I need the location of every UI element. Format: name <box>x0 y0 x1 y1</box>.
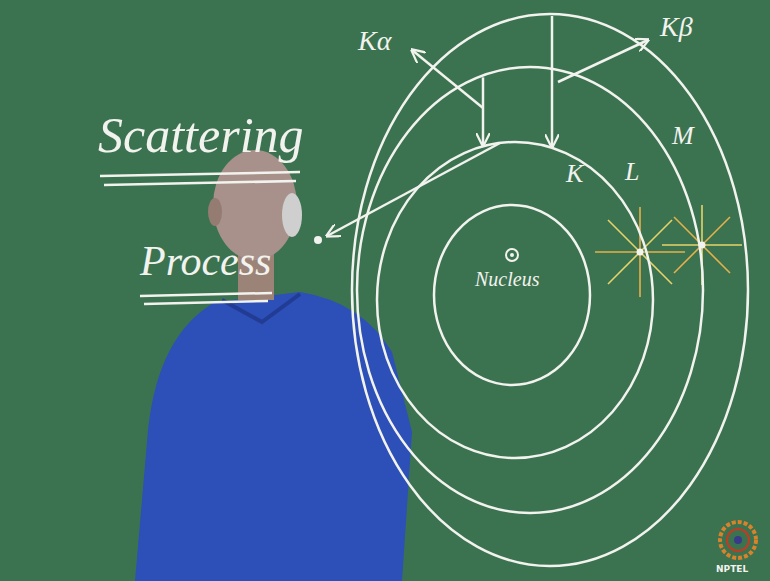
shell-label: L <box>625 158 639 187</box>
heading-text: Process <box>140 238 271 284</box>
transition-arrow <box>551 16 554 147</box>
lecturer-body <box>135 292 412 581</box>
lecturer-ear <box>208 198 222 226</box>
x-ray-line-label: Kα <box>358 26 391 57</box>
x-ray-line-label: Kβ <box>660 12 693 43</box>
heading-underline <box>100 172 300 185</box>
ejection-arrow <box>327 143 500 236</box>
logo-text: NPTEL <box>716 565 748 575</box>
x-ray-line-label: Kα <box>358 26 391 57</box>
shell-outline <box>352 14 748 566</box>
electron-dot <box>314 236 322 244</box>
photon-arrow <box>558 40 648 82</box>
shell-label: K <box>566 160 583 189</box>
shell-outline <box>350 12 750 568</box>
nucleus-region: Nucleus <box>432 203 592 387</box>
electron-dot <box>637 249 644 256</box>
heading-underline <box>140 293 272 304</box>
lecturer-hair <box>282 193 302 237</box>
shell-outline <box>377 142 653 458</box>
shell-ellipse: Nucleus K <box>375 140 655 460</box>
shell-label: M <box>672 122 694 151</box>
shell-outline <box>357 67 703 513</box>
shell-ellipse: Nucleus K L <box>355 65 705 515</box>
shell-outline <box>432 203 592 387</box>
shell-ellipse: Nucleus K L M <box>350 12 750 568</box>
shell-label: M <box>672 122 694 151</box>
heading-text: Scattering <box>98 108 304 163</box>
shell-label: Nucleus <box>475 268 539 290</box>
nucleus-label: Nucleus <box>475 268 539 290</box>
nucleus-symbol <box>506 249 518 261</box>
logo-text: NPTEL <box>716 565 748 575</box>
nucleus-symbol <box>510 253 514 257</box>
x-ray-line-label: Kβ <box>660 12 693 43</box>
logo-symbol <box>720 522 756 558</box>
heading-text: Process <box>140 238 271 284</box>
shell-label: L <box>625 158 639 187</box>
shell-label: K <box>566 160 583 189</box>
shell-outline <box>375 140 655 460</box>
heading-text: Scattering <box>98 108 304 163</box>
shell-outline <box>434 205 590 385</box>
electron-rays <box>595 207 685 297</box>
transition-arrow <box>482 77 485 145</box>
